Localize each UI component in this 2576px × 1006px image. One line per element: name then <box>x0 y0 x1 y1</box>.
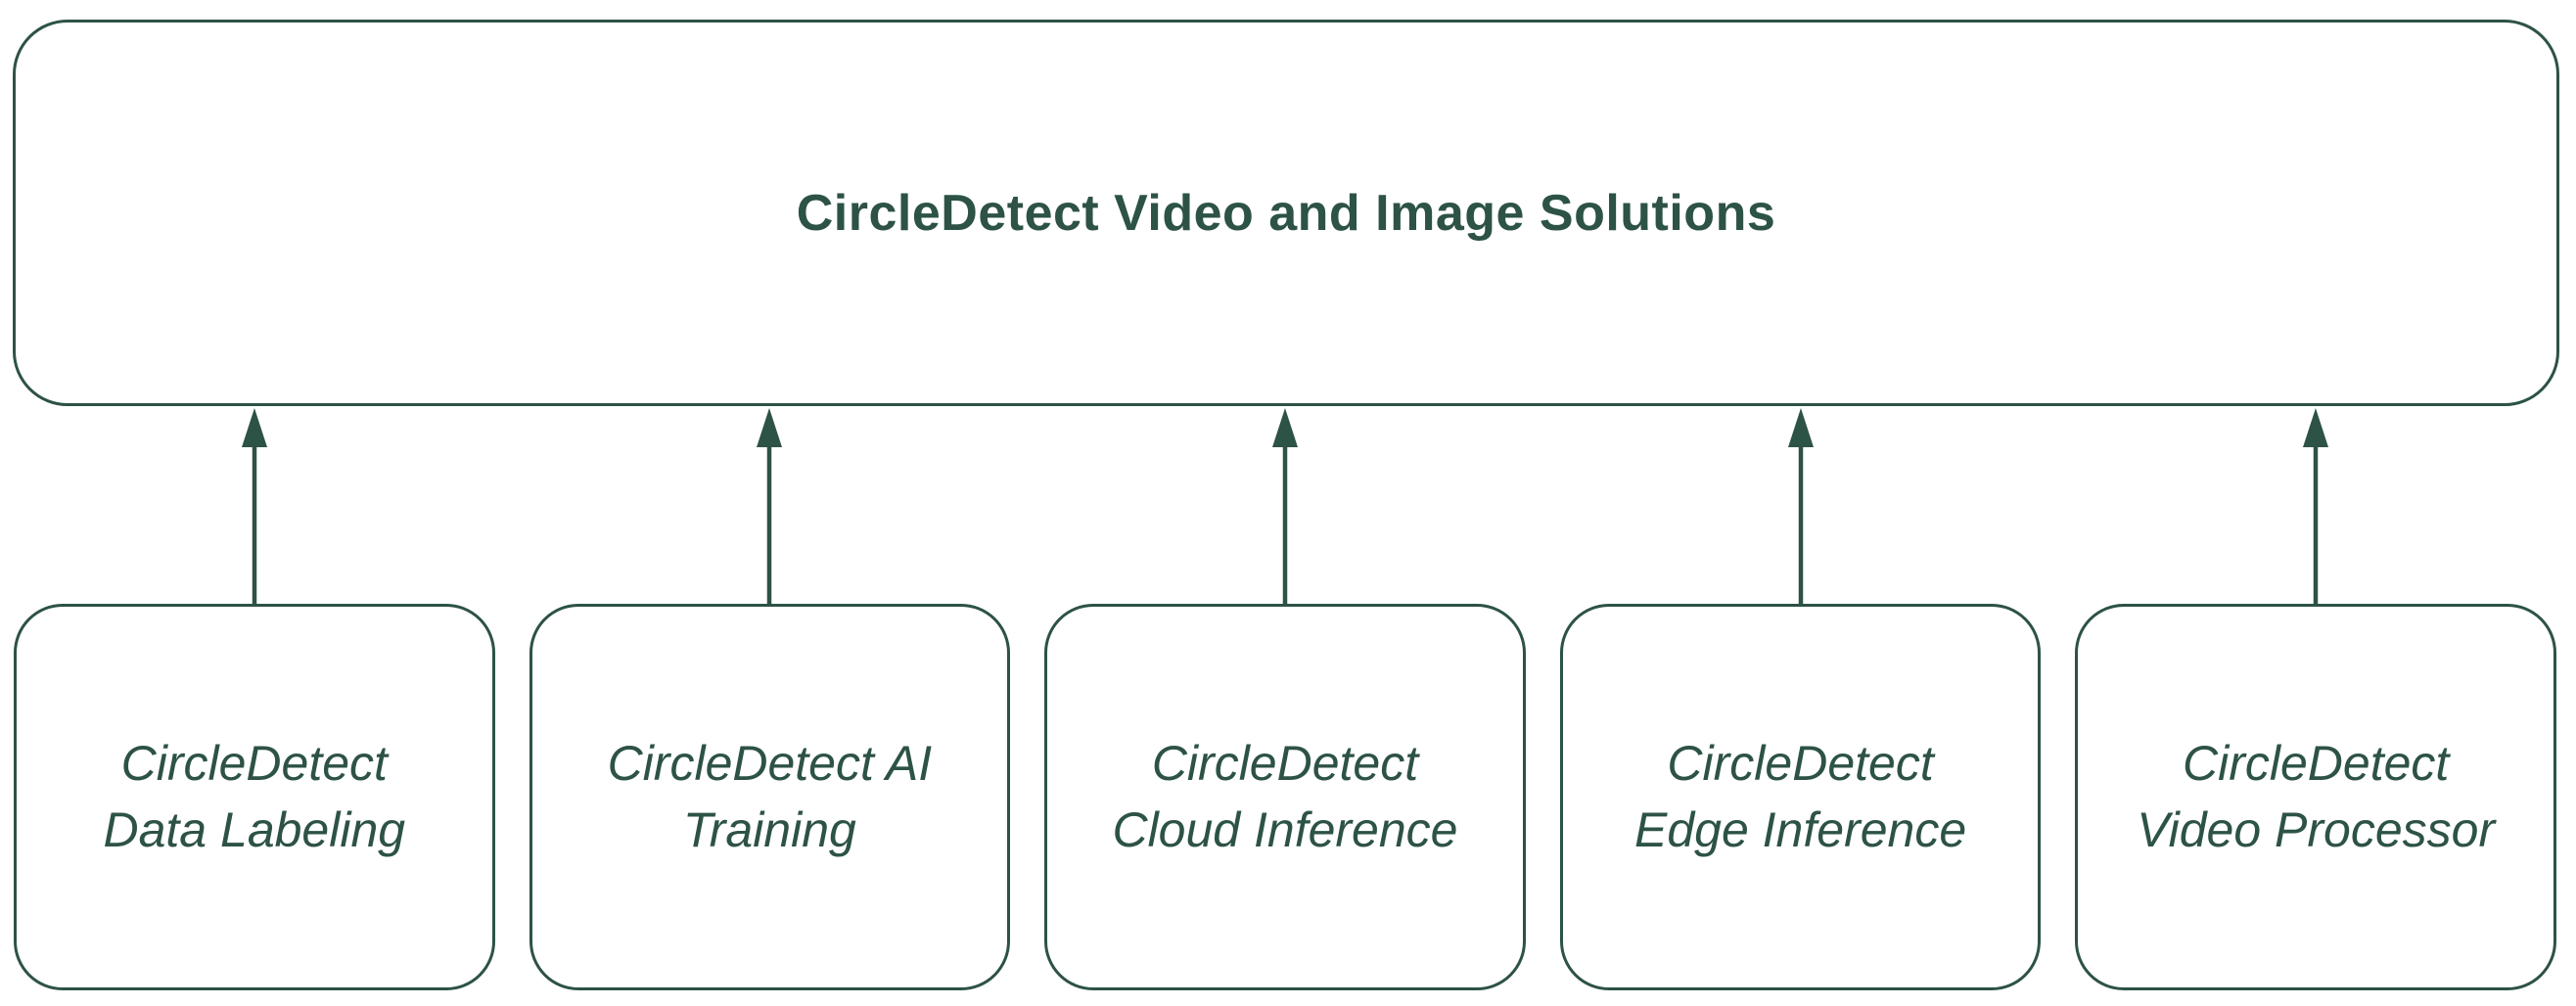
child-node-cloud-inference: CircleDetect Cloud Inference <box>1044 604 1526 990</box>
child-node-ai-training: CircleDetect AI Training <box>529 604 1011 990</box>
arrow-up-connector <box>529 406 1011 604</box>
arrow-up-icon <box>1787 408 1814 604</box>
arrow-up-connector <box>1560 406 2042 604</box>
child-node-label: CircleDetect Data Labeling <box>103 736 406 857</box>
root-node-label: CircleDetect Video and Image Solutions <box>796 184 1776 242</box>
column-edge-inference: CircleDetect Edge Inference <box>1559 406 2042 990</box>
child-node-label: CircleDetect AI Training <box>607 736 933 857</box>
arrow-up-icon <box>2303 408 2329 604</box>
arrow-up-icon <box>757 408 783 604</box>
child-node-edge-inference: CircleDetect Edge Inference <box>1559 604 2042 990</box>
column-cloud-inference: CircleDetect Cloud Inference <box>1044 406 1526 990</box>
column-video-processor: CircleDetect Video Processor <box>2075 406 2556 990</box>
column-ai-training: CircleDetect AI Training <box>529 406 1011 990</box>
arrow-up-icon <box>1271 408 1298 604</box>
root-node: CircleDetect Video and Image Solutions <box>13 20 2559 406</box>
child-node-label: CircleDetect Video Processor <box>2137 736 2496 857</box>
arrow-up-connector <box>1044 406 1526 604</box>
children-row: CircleDetect Data Labeling CircleDetect … <box>14 406 2556 990</box>
column-data-labeling: CircleDetect Data Labeling <box>14 406 495 990</box>
child-node-video-processor: CircleDetect Video Processor <box>2075 604 2556 990</box>
arrow-up-icon <box>241 408 267 604</box>
child-node-label: CircleDetect Cloud Inference <box>1112 736 1458 857</box>
child-node-label: CircleDetect Edge Inference <box>1634 736 1967 857</box>
arrow-up-connector <box>2075 406 2556 604</box>
child-node-data-labeling: CircleDetect Data Labeling <box>14 604 495 990</box>
arrow-up-connector <box>14 406 495 604</box>
